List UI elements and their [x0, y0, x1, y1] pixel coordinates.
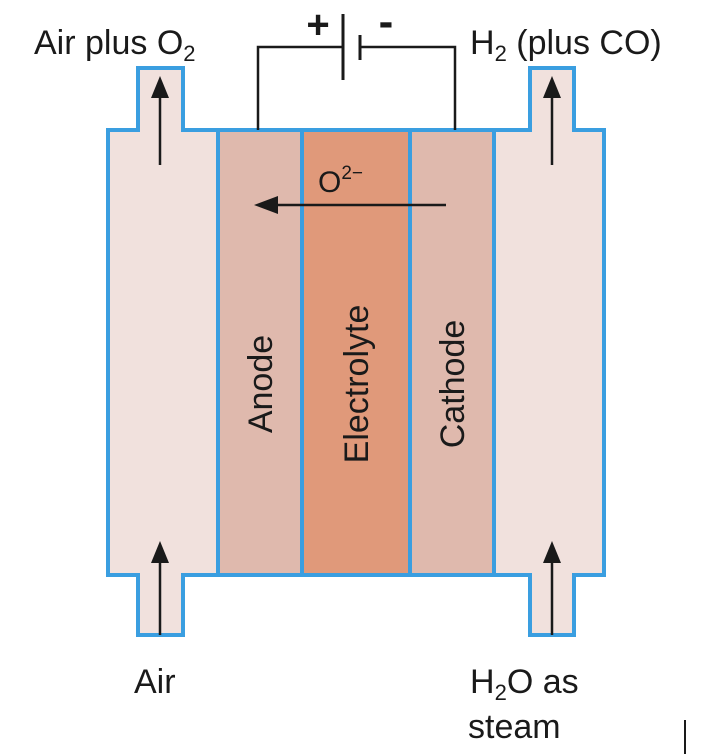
inlet-label-air: Air [134, 663, 176, 701]
left-outlet-arrow [151, 76, 169, 165]
oxide-ion-label: O2− [318, 163, 363, 199]
cathode-label: Cathode [434, 320, 472, 449]
outlet-label-air-plus-o2: Air plus O2 [34, 24, 196, 66]
inlet-label-h2o-line2: steam [468, 708, 561, 746]
plus-sign: + [306, 3, 329, 47]
left-gas-channel [106, 66, 220, 637]
electrolyte-label: Electrolyte [338, 305, 376, 464]
oxide-ion-charge: 2− [341, 163, 363, 184]
right-inlet-arrow [543, 541, 561, 635]
left-inlet-arrow [151, 541, 169, 635]
inlet-label-h2o-line1: H2O as [470, 663, 579, 705]
anode-wire [256, 45, 343, 130]
anode-label: Anode [242, 335, 280, 433]
minus-sign: - [379, 0, 394, 46]
oxide-ion-base: O [318, 166, 341, 199]
right-outlet-arrow [543, 76, 561, 165]
cathode-layer [408, 128, 496, 577]
outlet-label-h2-plus-co: H2 (plus CO) [470, 24, 662, 66]
cathode-wire [360, 45, 457, 130]
oxide-ion-arrow-head [254, 196, 278, 214]
